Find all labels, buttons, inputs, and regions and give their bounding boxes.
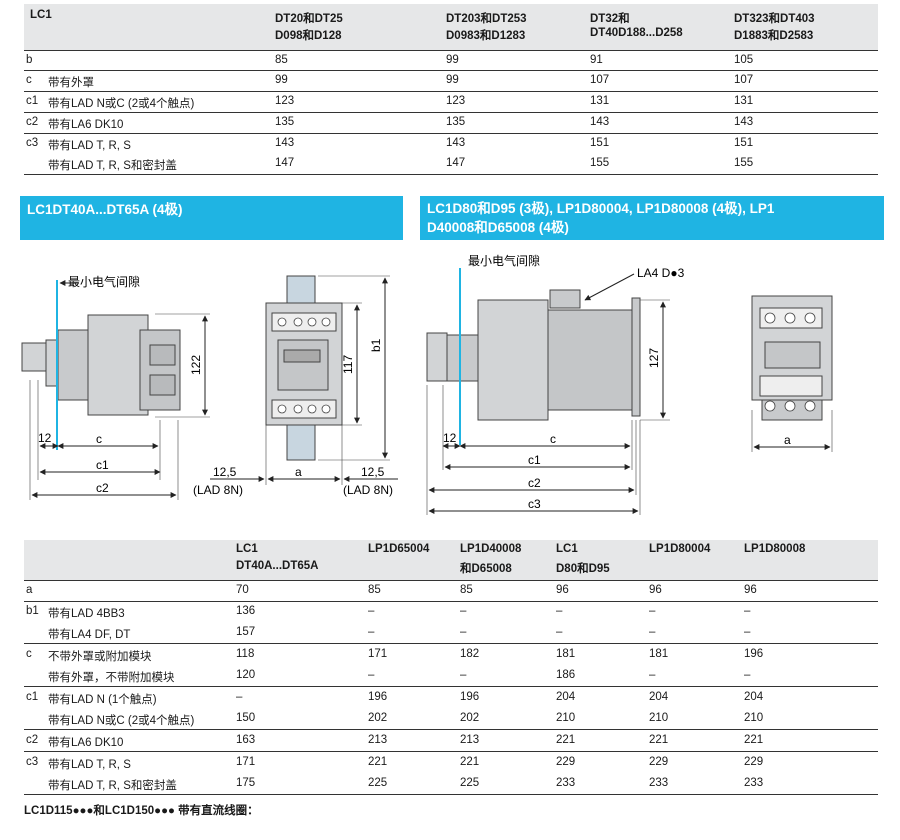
- dim-a-right: a: [784, 433, 791, 447]
- table2-header-lp1d65004: LP1D65004: [368, 543, 430, 555]
- contactor-side-view: [21, 314, 181, 416]
- drawing-right: 最小电气间隙 LA4 D●3 127 12 c c1 c2 c3 a: [426, 253, 833, 515]
- dim-b1: b1: [369, 338, 383, 352]
- clearance-label-left: 最小电气间隙: [68, 274, 140, 289]
- table2-header-lc1b: LC1: [556, 543, 578, 555]
- table-row: b 85 99 91 105: [24, 51, 878, 71]
- banner-left: LC1DT40A...DT65A (4极): [20, 196, 403, 240]
- table-row: 带有LA4 DF, DT 157 – – – – –: [24, 623, 878, 644]
- dim-c1-left: c1: [96, 458, 109, 472]
- lad-8n-a: (LAD 8N): [193, 483, 243, 497]
- banner-left-title: LC1DT40A...DT65A (4极): [27, 202, 183, 217]
- banner-right-line2: D40008和D65008 (4极): [427, 220, 569, 235]
- table1-header-col3b: DT40D188...D258: [590, 27, 683, 39]
- dim-c-right: c: [550, 432, 556, 446]
- table1-header-col3a: DT32和: [590, 13, 630, 25]
- table-row: 带有LAD T, R, S和密封盖 147 147 155 155: [24, 154, 878, 175]
- table1-header-col4a: DT323和DT403: [734, 13, 815, 25]
- table1-header-col1b: D098和D128: [275, 30, 342, 42]
- dim-c2-left: c2: [96, 481, 109, 495]
- dim-122: 122: [189, 355, 203, 375]
- table2-header-d65008: 和D65008: [460, 563, 512, 575]
- dim-12-right: 12: [443, 431, 457, 445]
- dim-c1-right: c1: [528, 453, 541, 467]
- table1-header-col1a: DT20和DT25: [275, 13, 343, 25]
- dim-12-5-b: 12,5: [361, 465, 385, 479]
- table-row: 带有LAD T, R, S和密封盖 175 225 225 233 233 23…: [24, 774, 878, 795]
- dim-c-left: c: [96, 432, 102, 446]
- table2-header-lp1d80008: LP1D80008: [744, 543, 806, 555]
- table1-header-col2a: DT203和DT253: [446, 13, 527, 25]
- dim-c3-right: c3: [528, 497, 541, 511]
- table2-header-dt40: DT40A...DT65A: [236, 560, 319, 572]
- contactor-front-view: [265, 275, 343, 461]
- contactor-side-view-right: [426, 289, 641, 421]
- table-row: c 不带外罩或附加模块 118 171 182 181 181 196: [26, 648, 764, 663]
- table-row: c2 带有LA6 DK10 163 213 213 221 221 221: [24, 731, 878, 752]
- table-row: b1 带有LAD 4BB3 136 – – – – –: [26, 605, 751, 620]
- table-row: 带有外罩，不带附加模块 120 – – 186 – –: [24, 666, 878, 687]
- table2-header-d80: D80和D95: [556, 563, 610, 575]
- table1-header-col2b: D0983和D1283: [446, 30, 526, 42]
- table-row: c 带有外罩 99 99 107 107: [24, 71, 878, 92]
- lad-8n-b: (LAD 8N): [343, 483, 393, 497]
- table-row: c1 带有LAD N (1个触点) – 196 196 204 204 204: [26, 691, 764, 706]
- dim-12-5-a: 12,5: [213, 465, 237, 479]
- table1-header: LC1 DT20和DT25 D098和D128 DT203和DT253 D098…: [24, 4, 878, 51]
- table1-header-lc1: LC1: [30, 9, 52, 21]
- table-row: c3 带有LAD T, R, S 171 221 221 229 229 229: [26, 756, 764, 771]
- dim-12-left: 12: [38, 431, 52, 445]
- dim-117: 117: [341, 355, 355, 374]
- table-row: c2 带有LA6 DK10 135 135 143 143: [24, 113, 878, 134]
- table2-header-lp1d40008: LP1D40008: [460, 543, 522, 555]
- table-row: 带有LAD N或C (2或4个触点) 150 202 202 210 210 2…: [24, 709, 878, 730]
- dim-c2-right: c2: [528, 476, 541, 490]
- table2-header-lp1d80004: LP1D80004: [649, 543, 711, 555]
- dim-a-left: a: [295, 465, 302, 479]
- banner-right-line1: LC1D80和D95 (3极), LP1D80004, LP1D80008 (4…: [427, 201, 775, 216]
- drawing-left: 最小电气间隙 122 12 c c1 c2 117 b1: [21, 274, 398, 500]
- table1-header-col4b: D1883和D2583: [734, 30, 814, 42]
- table-row: a 70 85 85 96 96 96: [24, 581, 878, 602]
- table-row: c1 带有LAD N或C (2或4个触点) 123 123 131 131: [24, 92, 878, 113]
- la4-label: LA4 D●3: [637, 266, 685, 280]
- footer-note: LC1D115●●●和LC1D150●●● 带有直流线圈：: [24, 805, 259, 817]
- dim-127: 127: [647, 348, 661, 368]
- table2-header-lc1: LC1: [236, 543, 258, 555]
- table2-header: LC1 DT40A...DT65A LP1D65004 LP1D40008 和D…: [24, 540, 878, 581]
- banner-right: LC1D80和D95 (3极), LP1D80004, LP1D80008 (4…: [420, 196, 884, 240]
- clearance-label-right: 最小电气间隙: [468, 253, 540, 268]
- table-row: c3 带有LAD T, R, S 143 143 151 151: [26, 137, 754, 152]
